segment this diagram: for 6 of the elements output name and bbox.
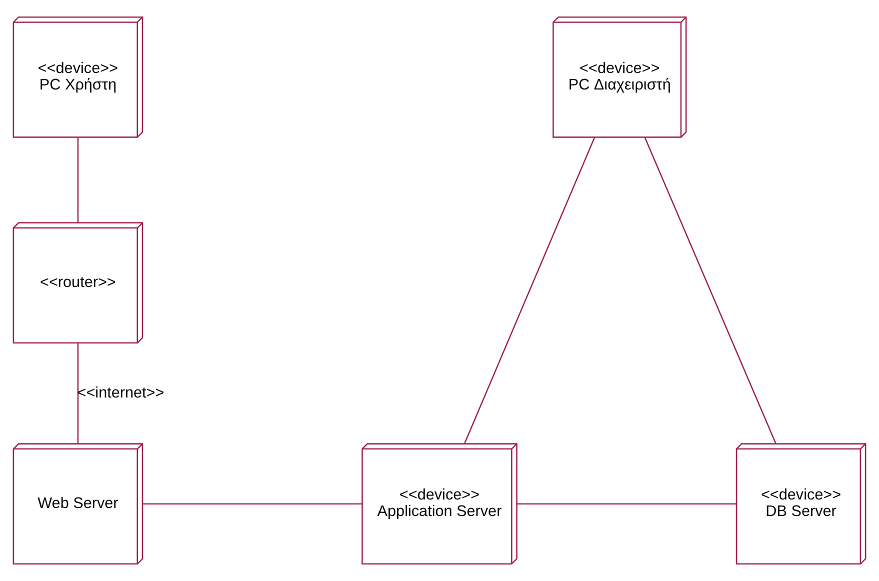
connector <box>77 138 79 223</box>
connector <box>464 137 596 444</box>
connector <box>644 137 776 444</box>
connector <box>142 503 362 504</box>
connector <box>516 503 736 504</box>
connector <box>77 343 79 444</box>
